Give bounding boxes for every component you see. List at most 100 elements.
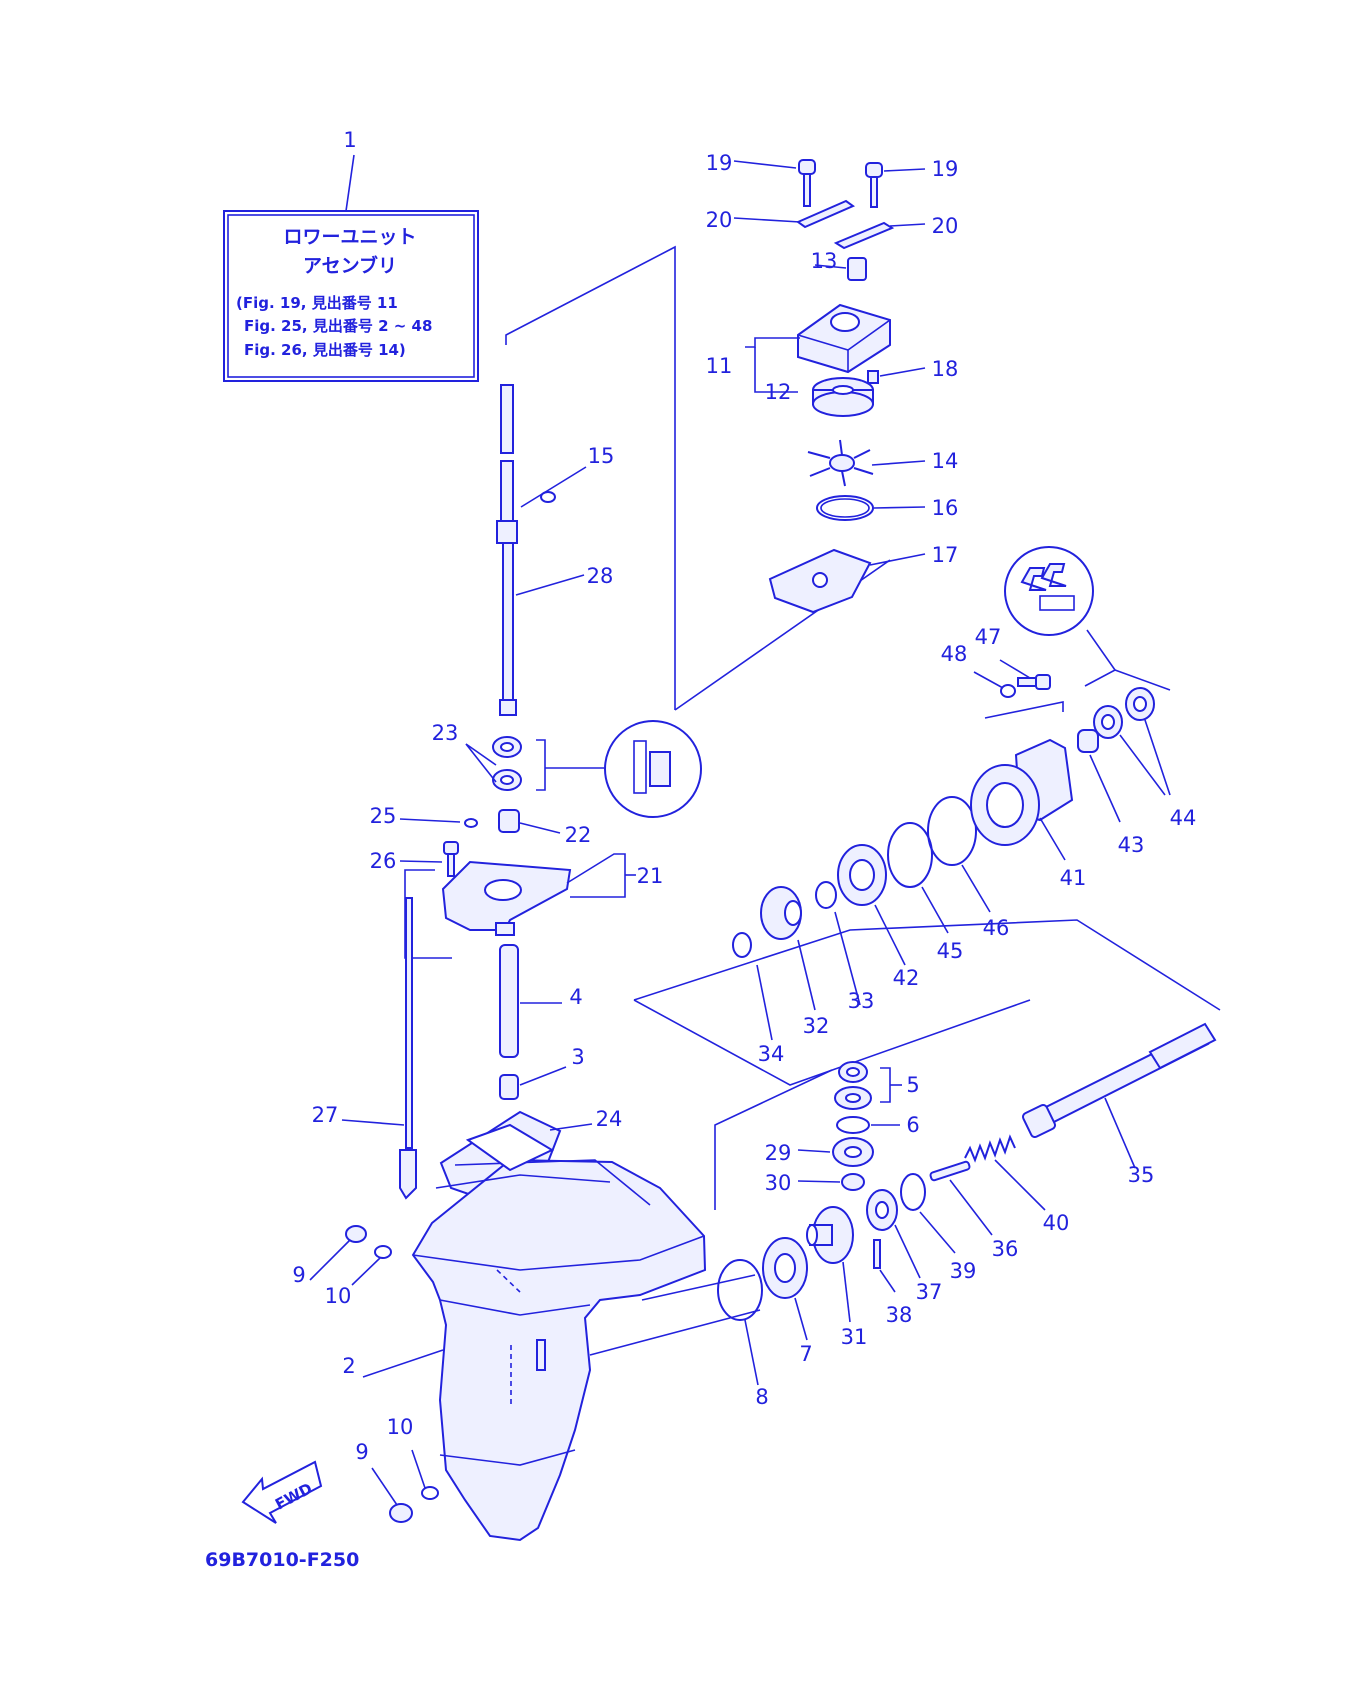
callout-10-upper: 10 [325,1284,352,1308]
washer-48 [1000,684,1016,698]
grease-symbol-circle-lower [604,720,702,818]
callout-24: 24 [596,1107,623,1131]
assembly-ref-1: (Fig. 19, 見出番号 11 [236,294,398,312]
plug-9-upper [345,1225,367,1243]
callout-12: 12 [765,380,792,404]
callout-16: 16 [932,496,959,520]
bolt-47 [1035,674,1051,690]
assembly-ref-3: Fig. 26, 見出番号 14) [244,341,406,359]
grommet-3 [499,1074,519,1100]
callout-20-right: 20 [932,214,959,238]
callout-7: 7 [799,1342,812,1366]
washer-15 [540,491,556,503]
callout-25: 25 [370,804,397,828]
grease-symbol-circle-upper [1004,546,1094,636]
callout-43: 43 [1118,833,1145,857]
callout-19-right: 19 [932,157,959,181]
callout-6: 6 [906,1113,919,1137]
callout-numbers: 1 2 3 4 5 6 7 8 9 10 9 10 11 12 13 14 15… [292,128,1196,1464]
callout-31: 31 [841,1325,868,1349]
callout-27: 27 [312,1103,339,1127]
callout-33: 33 [848,989,875,1013]
o-ring-8 [717,1259,763,1321]
o-ring-25 [464,818,478,828]
bearing-housing-group [399,720,702,936]
assembly-ref-2: Fig. 25, 見出番号 2 ~ 48 [244,317,432,335]
callout-8: 8 [755,1385,768,1409]
gasket-10-upper [374,1245,392,1259]
callout-35: 35 [1128,1163,1155,1187]
callout-36: 36 [992,1237,1019,1261]
propeller-shaft-35 [1021,1022,1217,1139]
callout-1: 1 [343,128,356,152]
propeller-shaft-group [732,546,1171,1041]
callout-39: 39 [950,1259,977,1283]
callout-28: 28 [587,564,614,588]
callout-11: 11 [706,354,733,378]
pump-housing-11 [797,303,891,374]
bushing-22 [498,809,520,833]
callout-4: 4 [569,985,582,1009]
o-ring-45 [887,822,933,888]
drive-shaft-group [496,384,587,716]
drain-plugs [309,1225,439,1523]
callout-17: 17 [932,543,959,567]
shift-rod-group [341,897,417,1200]
spring-40 [964,1134,1016,1163]
bolt-26 [443,841,459,855]
impeller-14 [807,439,874,487]
callout-46: 46 [983,916,1010,940]
callout-23: 23 [432,721,459,745]
callout-29: 29 [765,1141,792,1165]
callout-47: 47 [975,625,1002,649]
assembly-title-line2: アセンブリ [303,254,397,277]
clip-39 [900,1173,926,1211]
callout-34: 34 [758,1042,785,1066]
callout-13: 13 [811,249,838,273]
callout-21: 21 [637,864,664,888]
shim-6 [836,1116,870,1134]
o-ring-16 [816,495,874,521]
drawing-code: 69B7010-F250 [205,1549,359,1571]
callout-15: 15 [588,444,615,468]
callout-41: 41 [1060,866,1087,890]
o-ring-46 [927,796,977,866]
callout-38: 38 [886,1303,913,1327]
callout-5: 5 [906,1073,919,1097]
shim-33 [815,881,837,909]
gasket-10-lower [421,1486,439,1500]
shift-rod-27 [405,897,413,1149]
callout-48: 48 [941,642,968,666]
callout-30: 30 [765,1171,792,1195]
water-pump-group [733,159,926,614]
plunger-36 [929,1160,971,1182]
callout-10-lower: 10 [387,1415,414,1439]
callout-37: 37 [916,1280,943,1304]
callout-9-upper: 9 [292,1263,305,1287]
callout-19-left: 19 [706,151,733,175]
callout-18: 18 [932,357,959,381]
callout-3: 3 [571,1045,584,1069]
callout-32: 32 [803,1014,830,1038]
plate-20-right [833,221,895,250]
pin-18 [867,370,879,384]
plug-9-lower [389,1503,413,1523]
assembly-title-line1: ロワーユニット [283,226,416,248]
callout-26: 26 [370,849,397,873]
callout-45: 45 [937,939,964,963]
nut-30 [841,1173,865,1191]
callout-40: 40 [1043,1211,1070,1235]
collar-13 [847,257,867,281]
assembly-box: ロワーユニット アセンブリ (Fig. 19, 見出番号 11 Fig. 25,… [223,154,479,382]
water-tube-4 [499,944,519,1058]
bushing-43 [1077,729,1099,753]
prop-shaft-lower [717,1022,1217,1386]
callout-9-lower: 9 [355,1440,368,1464]
drive-shaft-28 [500,384,514,454]
bolt-19-right [865,162,883,178]
fwd-arrow: FWD [241,1460,323,1524]
cap-41 [970,738,1074,846]
callout-44: 44 [1170,806,1197,830]
